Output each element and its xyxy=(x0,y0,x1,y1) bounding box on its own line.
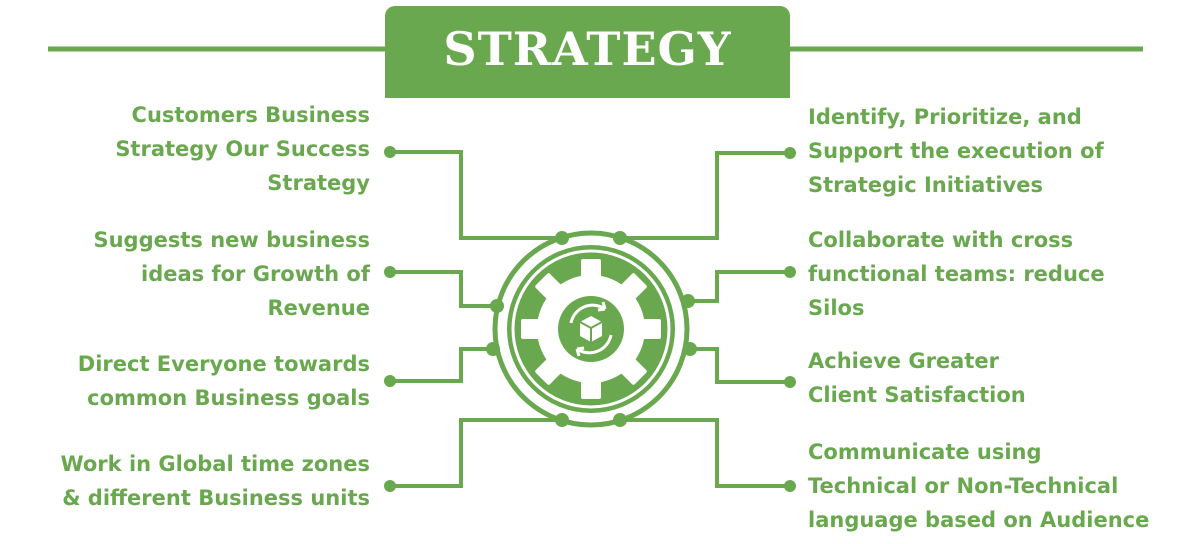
connector-left-2 xyxy=(390,270,497,308)
title-banner: STRATEGY xyxy=(385,6,790,98)
connector-dots xyxy=(384,146,796,492)
connector-right-3 xyxy=(690,347,790,384)
dot-left-2 xyxy=(384,266,396,278)
left-item-4: Work in Global time zones & different Bu… xyxy=(60,452,370,510)
dot-left-1 xyxy=(384,146,396,158)
inner-disc-gap xyxy=(511,249,671,409)
dot-right-1 xyxy=(784,147,796,159)
right-item-1: Identify, Prioritize, and Support the ex… xyxy=(808,105,1104,197)
dot-left-4 xyxy=(384,480,396,492)
package-cycle-icon xyxy=(569,301,613,357)
connector-right-2 xyxy=(688,270,790,303)
connector-right-4 xyxy=(620,418,790,488)
right-connectors xyxy=(620,151,790,488)
connector-right-1 xyxy=(620,151,790,240)
dot-right-3 xyxy=(784,376,796,388)
central-emblem xyxy=(492,230,690,428)
right-item-4: Communicate using Technical or Non-Techn… xyxy=(808,440,1150,532)
dot-left-3 xyxy=(384,375,396,387)
left-connectors xyxy=(390,150,562,488)
connector-left-1 xyxy=(390,150,562,240)
right-item-3: Achieve Greater Client Satisfaction xyxy=(808,349,1026,407)
dot-right-4 xyxy=(784,480,796,492)
outer-ring xyxy=(492,230,690,428)
connector-left-4 xyxy=(390,418,562,488)
left-item-1: Customers Business Strategy Our Success … xyxy=(115,103,370,195)
connector-left-3 xyxy=(390,347,493,383)
right-item-2: Collaborate with cross functional teams:… xyxy=(808,228,1105,320)
page-title: STRATEGY xyxy=(443,22,732,76)
left-item-3: Direct Everyone towards common Business … xyxy=(77,352,370,410)
dot-right-2 xyxy=(784,266,796,278)
left-item-2: Suggests new business ideas for Growth o… xyxy=(93,228,370,320)
